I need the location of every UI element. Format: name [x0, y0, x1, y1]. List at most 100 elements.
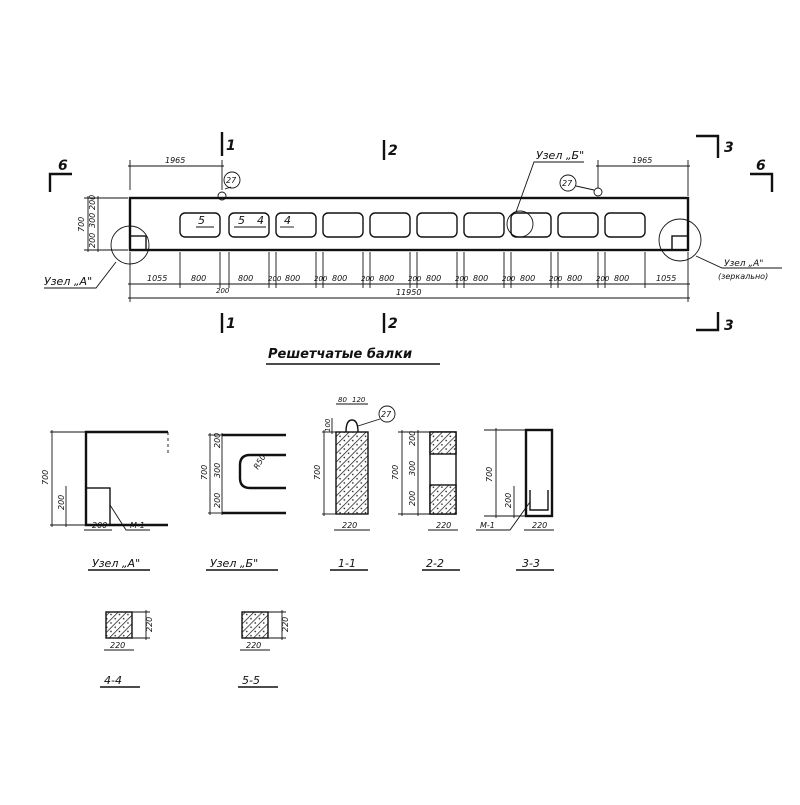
- dim-total: 11950: [396, 288, 421, 297]
- dim: 700: [391, 465, 400, 480]
- dim-b: 800: [285, 274, 300, 283]
- caption-uzel-a: Узел „А": [92, 557, 140, 570]
- dim: 220: [281, 617, 290, 632]
- dim: 200: [504, 493, 513, 508]
- section-cut-6-right: [750, 172, 774, 192]
- leader-uzel-a: [44, 261, 117, 289]
- dim-b: 1055: [147, 274, 167, 283]
- leader-uzel-b: [515, 161, 584, 213]
- dim-b: 200: [408, 275, 422, 283]
- dim-b: 200: [455, 275, 469, 283]
- detail-uzel-b: 700 200 300 200 R50 Узел „Б": [200, 433, 286, 571]
- dim: 220: [110, 641, 125, 650]
- end-plate-m1: [529, 490, 549, 511]
- leader-uzel-a-mirror: [695, 255, 782, 269]
- opening: [369, 212, 411, 238]
- dim-b: 200: [596, 275, 610, 283]
- opening: [463, 212, 505, 238]
- section-3-3: 700 200 М-1 220 3-3: [476, 428, 554, 571]
- caption-uzel-b: Узел „Б": [210, 557, 258, 570]
- section-1-1: 700 100 80 120 27 220 1-1: [313, 396, 396, 571]
- section-4-4-body: [105, 611, 133, 639]
- dim-top-right: 1965: [632, 156, 652, 165]
- dim: 200: [408, 491, 417, 506]
- section-mark-1: 1: [226, 138, 236, 154]
- section-cut-3-bottom: [696, 312, 720, 332]
- opening: [275, 212, 317, 238]
- dim-h-200: 200: [88, 195, 97, 210]
- leader-m1: [476, 501, 531, 531]
- plate-mark: М-1: [480, 521, 495, 530]
- dim-b: 200: [502, 275, 516, 283]
- opening: [228, 212, 270, 238]
- section-mark-3: 3: [724, 140, 734, 156]
- dim: 100: [324, 418, 332, 432]
- callout-uzel-a-mirror-note: (зеркально): [718, 272, 768, 281]
- dim: 220: [145, 617, 154, 632]
- section-cut-3-top: [696, 134, 720, 158]
- opening: [510, 212, 552, 238]
- leader-m1: [109, 504, 150, 531]
- section-mark-2: 2: [388, 316, 398, 332]
- mark-27: 27: [381, 410, 392, 419]
- dim: 300: [408, 461, 417, 476]
- dim: 200: [213, 433, 222, 448]
- dim-b: 800: [379, 274, 394, 283]
- dim-b: 800: [238, 274, 253, 283]
- section-mark-1: 1: [226, 316, 236, 332]
- dim-b: 800: [520, 274, 535, 283]
- mark-circle: [378, 405, 396, 423]
- panel-label: 4: [257, 214, 264, 227]
- opening: [557, 212, 599, 238]
- uzel-a-outline: [84, 430, 168, 527]
- mark-circle: [559, 174, 577, 192]
- dim-b: 800: [332, 274, 347, 283]
- section-1-1-body: [335, 431, 369, 515]
- callout-circle-uzel-a-mirror: [658, 218, 702, 262]
- callout-circle-uzel-b: [506, 210, 534, 238]
- caption-2-2: 2-2: [426, 557, 444, 570]
- bottom-dim-ticks: [129, 252, 689, 302]
- main-title: Решетчатые балки: [268, 347, 412, 362]
- section-2-2-top-chord: [429, 431, 457, 455]
- dim-b: 800: [614, 274, 629, 283]
- caption-3-3: 3-3: [522, 557, 540, 570]
- dim: 200: [92, 521, 107, 530]
- lifting-loop-left: [217, 191, 227, 201]
- dim-top-left: 1965: [165, 156, 185, 165]
- section-2-2: 700 200 300 200 220 2-2: [391, 430, 460, 571]
- dim-b: 200: [314, 275, 328, 283]
- caption-4-4: 4-4: [104, 674, 122, 687]
- dim-h-300: 300: [88, 213, 97, 228]
- lifting-loop-right: [593, 187, 603, 197]
- dim-b: 200: [216, 287, 230, 295]
- dim: 700: [313, 465, 322, 480]
- dim: 200: [213, 493, 222, 508]
- dim-b: 1055: [656, 274, 676, 283]
- dim: 200: [408, 431, 417, 446]
- uzel-a-plate: [85, 487, 111, 526]
- leader: [357, 418, 381, 427]
- dim-b: 200: [268, 275, 282, 283]
- opening: [322, 212, 364, 238]
- dim: 120: [352, 396, 366, 404]
- section-4-4: 220 220 4-4: [100, 610, 154, 688]
- dim-h-200b: 200: [88, 233, 97, 248]
- beam-elevation: 5 5 4 4 27 27 1965 1965: [44, 132, 782, 334]
- dim-b: 200: [361, 275, 375, 283]
- end-plate-right: [671, 235, 689, 251]
- leader: [224, 186, 232, 190]
- dim: 700: [485, 467, 494, 482]
- section-mark-6: 6: [58, 158, 68, 174]
- end-plate-left: [129, 235, 147, 251]
- callout-uzel-a: Узел „А": [44, 275, 92, 288]
- uzel-b-opening: [238, 453, 286, 490]
- section-mark-3: 3: [724, 318, 734, 334]
- plate-mark: М-1: [130, 521, 145, 530]
- dim-b: 200: [549, 275, 563, 283]
- callout-uzel-a-mirror: Узел „А": [724, 259, 763, 269]
- caption-5-5: 5-5: [242, 674, 260, 687]
- dim-b: 800: [473, 274, 488, 283]
